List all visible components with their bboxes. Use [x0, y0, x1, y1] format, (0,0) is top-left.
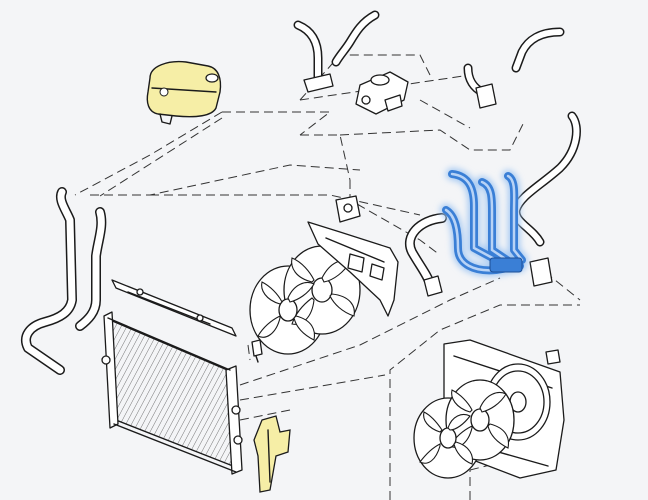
fasteners	[251, 195, 561, 365]
radiator	[101, 311, 243, 475]
fan-frame-bracket	[307, 221, 399, 317]
fan-shroud-assembly	[413, 339, 565, 479]
cooling-fan-assembly	[249, 245, 361, 355]
assembly-guide-lines	[74, 54, 581, 500]
heater-hoses	[405, 111, 581, 297]
radiator-upper-rail	[111, 279, 237, 337]
coolant-pipe-assembly	[440, 168, 528, 277]
expansion-tank	[146, 60, 222, 125]
upper-coolant-hoses	[293, 10, 565, 109]
mounting-bracket	[253, 415, 291, 493]
thermostat-housing	[355, 71, 409, 115]
radiator-hoses	[21, 187, 107, 375]
